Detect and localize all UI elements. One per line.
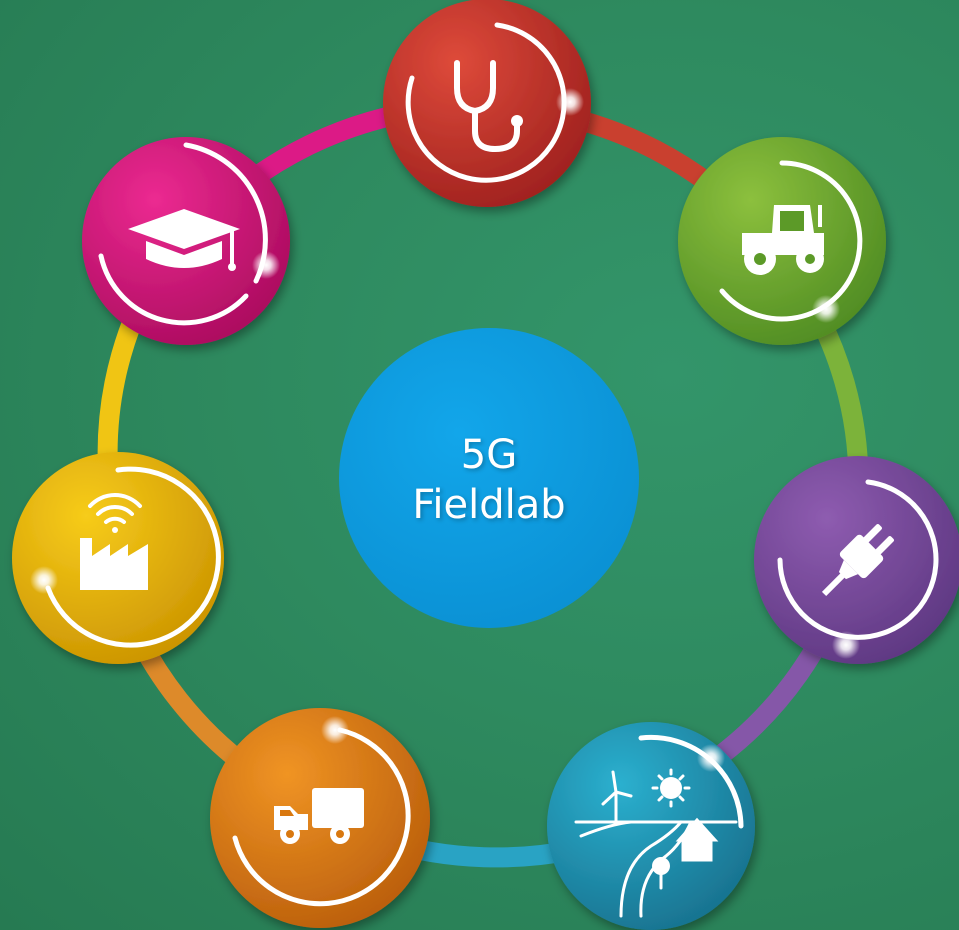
sparkle (321, 716, 349, 744)
sector-energy[interactable] (754, 456, 959, 664)
sparkle (812, 295, 840, 323)
progress-arc-lower (98, 253, 249, 326)
tractor-icon (742, 205, 824, 275)
sparkle (556, 88, 584, 116)
sparkle (30, 566, 58, 594)
sector-industry[interactable] (12, 452, 224, 664)
plug-icon (821, 524, 894, 597)
sector-environment-circle (547, 722, 755, 930)
landscape-icon (574, 768, 738, 918)
sparkle (832, 631, 860, 659)
stethoscope-icon (454, 60, 523, 153)
sector-environment[interactable] (547, 722, 755, 930)
center-circle (339, 328, 639, 628)
graduation-cap-icon (128, 209, 240, 271)
progress-arc (405, 22, 567, 183)
progress-arc (777, 479, 939, 640)
sparkle (697, 744, 725, 772)
sector-logistics[interactable] (210, 708, 430, 928)
sector-education[interactable] (82, 137, 290, 345)
progress-arc (45, 466, 221, 648)
progress-arc (232, 727, 411, 907)
progress-arc (719, 160, 863, 322)
factory-wifi-icon (80, 493, 148, 590)
truck-icon (274, 788, 364, 844)
sector-agriculture[interactable] (678, 137, 886, 345)
sector-healthcare[interactable] (383, 0, 591, 207)
sparkle (252, 251, 280, 279)
